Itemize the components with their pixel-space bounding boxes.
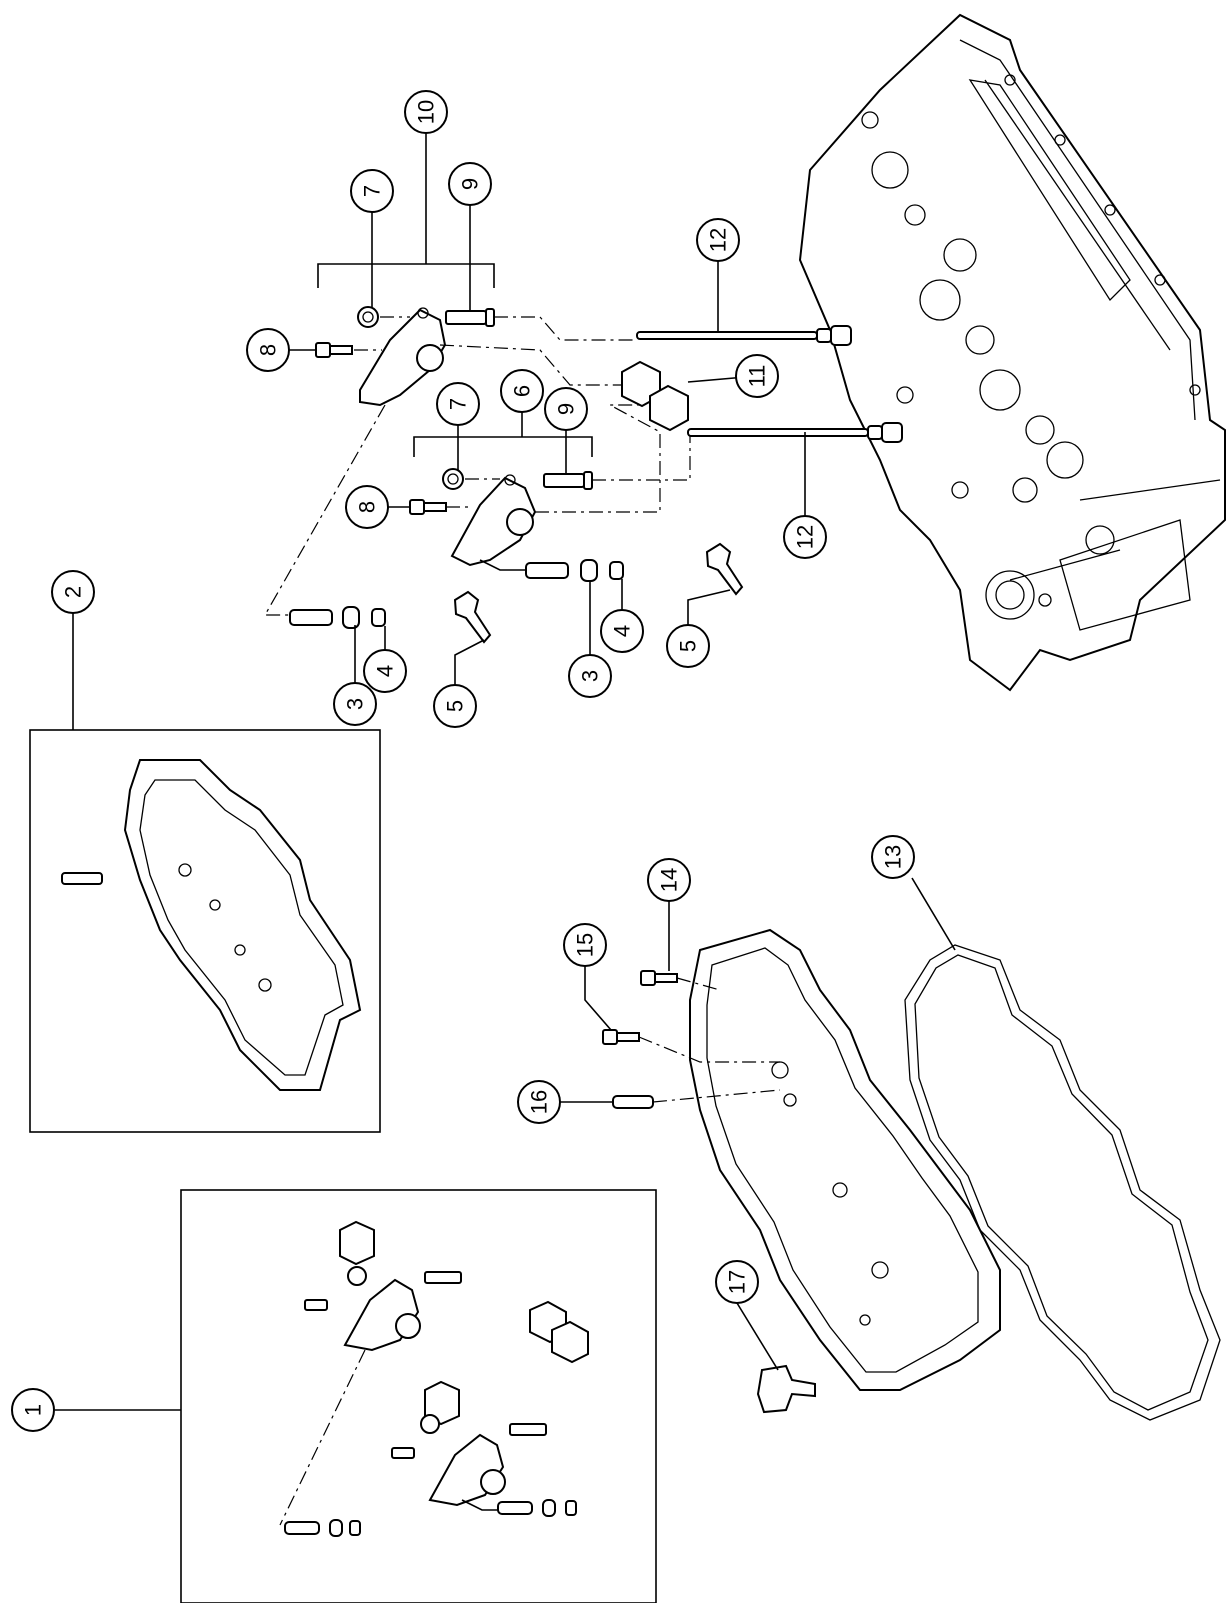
svg-text:11: 11 [745,365,770,388]
locknut-upper [357,306,379,328]
svg-text:7: 7 [360,185,385,197]
svg-text:2: 2 [61,586,86,598]
bolt-upper [315,342,353,358]
callout-4-left: 4 [363,649,407,693]
svg-text:3: 3 [578,670,603,682]
callout-10: 10 [404,90,448,134]
svg-text:15: 15 [573,933,598,957]
svg-text:8: 8 [355,501,380,513]
bolt-lower [409,499,447,515]
svg-text:12: 12 [793,525,818,549]
svg-text:17: 17 [725,1270,750,1294]
callout-16: 16 [517,1080,561,1124]
cylinder-head [798,13,1226,692]
crosshead-pair [621,360,689,432]
svg-text:3: 3 [343,698,368,710]
svg-text:13: 13 [881,845,906,869]
rocker-shaft-left [289,606,386,629]
svg-text:10: 10 [414,100,439,124]
callout-2: 2 [51,570,95,614]
adjusting-screw-lower [543,471,593,490]
callout-1: 1 [11,1388,55,1432]
svg-text:5: 5 [443,700,468,712]
rocker-housing [689,928,1001,1391]
rocker-housing-kit-2 [61,759,362,1091]
svg-text:12: 12 [706,228,731,252]
kit-box-2 [29,729,381,1133]
callout-11: 11 [735,354,779,398]
rocker-lever-lower [450,474,537,567]
svg-text:7: 7 [446,398,471,410]
rocker-shaft-right [525,559,624,582]
bracket-10 [317,263,495,288]
locknut-lower [442,468,464,490]
callout-3-right: 3 [568,654,612,698]
retaining-clip-right [705,542,744,596]
svg-text:9: 9 [458,178,483,190]
callout-13: 13 [871,835,915,879]
callout-12-lower: 12 [783,515,827,559]
callout-17: 17 [715,1260,759,1304]
svg-text:16: 16 [527,1090,552,1114]
adjusting-screw-upper [445,308,495,327]
callout-7-lower: 7 [436,382,480,426]
svg-text:9: 9 [554,403,579,415]
breather-17 [756,1364,816,1414]
cap-screw-14 [640,970,678,986]
retaining-clip-left [453,590,492,644]
svg-text:8: 8 [256,344,281,356]
callout-4-right: 4 [600,609,644,653]
svg-text:6: 6 [510,385,535,397]
callout-9-lower: 9 [544,387,588,431]
bracket-6 [413,436,593,457]
cap-screw-15 [602,1029,640,1045]
svg-text:14: 14 [657,868,682,892]
svg-text:4: 4 [373,665,398,677]
callout-5-right: 5 [666,624,710,668]
callout-15: 15 [563,923,607,967]
callout-7-upper: 7 [350,169,394,213]
callout-6: 6 [500,369,544,413]
kit-box-1 [180,1189,657,1603]
rocker-assembly-kit-1 [279,1220,589,1537]
dowel-pin-16 [612,1095,654,1109]
callout-8-upper: 8 [246,328,290,372]
callout-9-upper: 9 [448,162,492,206]
rocker-lever-upper [359,307,447,407]
svg-text:5: 5 [676,640,701,652]
rocker-cover-gasket [904,944,1221,1421]
callout-8-lower: 8 [345,485,389,529]
svg-text:1: 1 [21,1404,46,1416]
callout-5-left: 5 [433,684,477,728]
callout-3-left: 3 [333,682,377,726]
push-rod-upper [636,325,852,346]
push-rod-lower [687,422,903,443]
svg-text:4: 4 [610,625,635,637]
callout-14: 14 [647,858,691,902]
callout-12-upper: 12 [696,218,740,262]
